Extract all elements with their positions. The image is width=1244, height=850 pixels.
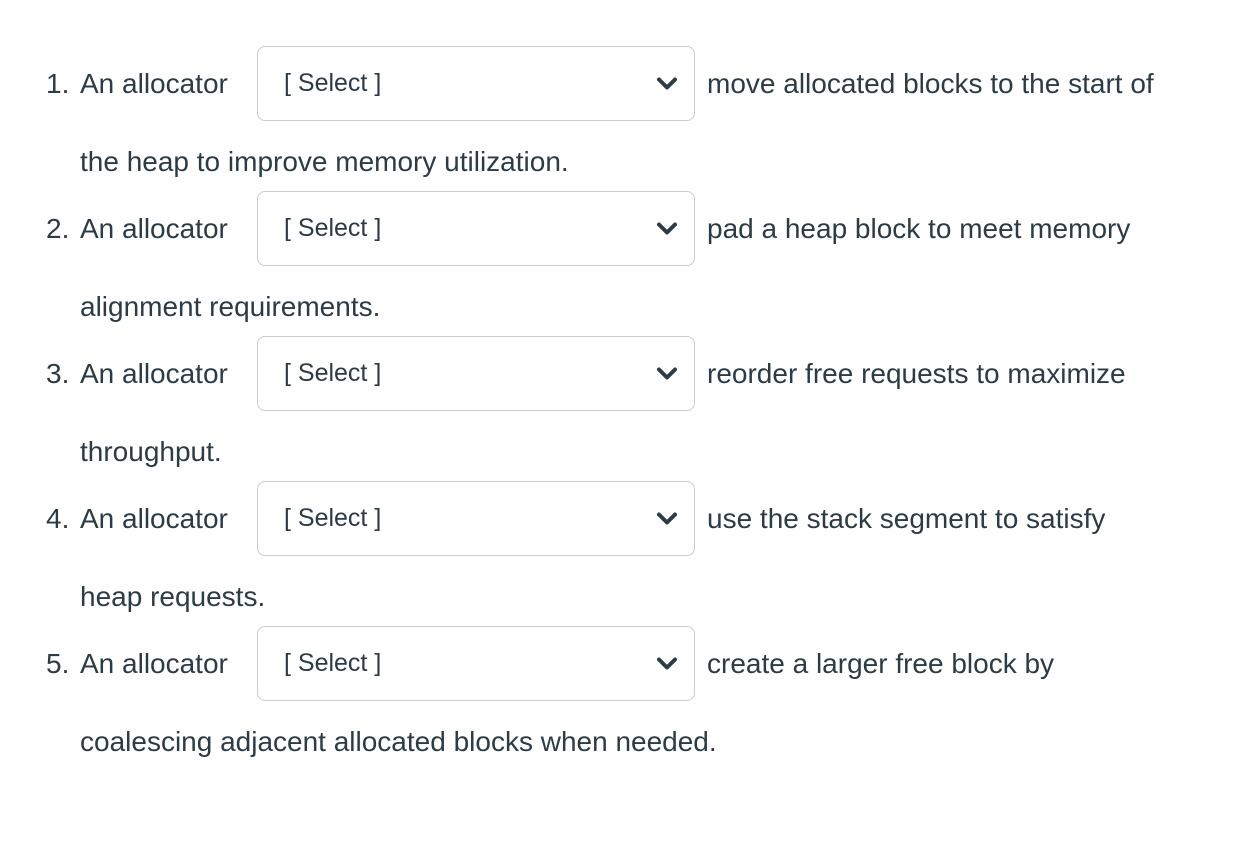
answer-select-dropdown[interactable]: [ Select ] — [257, 481, 695, 556]
question-second-line: coalescing adjacent allocated blocks whe… — [46, 701, 1224, 771]
question-continuation-text: throughput. — [80, 436, 222, 467]
question-second-line: the heap to improve memory utilization. — [46, 121, 1224, 191]
question-text-after-select: reorder free requests to maximize — [707, 357, 1126, 389]
question-text-after-select: move allocated blocks to the start of — [707, 67, 1154, 99]
question-lead-text: An allocator — [80, 357, 228, 389]
answer-select-dropdown[interactable]: [ Select ] — [257, 626, 695, 701]
question-item: 2. An allocator [ Select ] pad a heap bl… — [46, 191, 1224, 336]
question-continuation-text: heap requests. — [80, 581, 266, 612]
question-lead-text: An allocator — [80, 647, 228, 679]
question-item: 1. An allocator [ Select ] move allocate… — [46, 46, 1224, 191]
question-first-line: 3. An allocator [ Select ] reorder free … — [46, 336, 1224, 411]
chevron-down-icon — [656, 657, 678, 671]
chevron-down-icon — [656, 222, 678, 236]
question-number: 2. — [46, 212, 70, 244]
select-current-value: [ Select ] — [284, 69, 382, 97]
question-item: 3. An allocator [ Select ] reorder free … — [46, 336, 1224, 481]
question-text-after-select: create a larger free block by — [707, 647, 1055, 679]
select-current-value: [ Select ] — [284, 359, 382, 387]
question-list: 1. An allocator [ Select ] move allocate… — [46, 46, 1224, 771]
chevron-down-icon — [656, 512, 678, 526]
question-lead-text: An allocator — [80, 502, 228, 534]
question-continuation-text: the heap to improve memory utilization. — [80, 146, 569, 177]
question-text-after-select: pad a heap block to meet memory — [707, 212, 1131, 244]
answer-select-dropdown[interactable]: [ Select ] — [257, 336, 695, 411]
question-second-line: heap requests. — [46, 556, 1224, 626]
question-second-line: throughput. — [46, 411, 1224, 481]
question-second-line: alignment requirements. — [46, 266, 1224, 336]
question-continuation-text: coalescing adjacent allocated blocks whe… — [80, 726, 717, 757]
question-first-line: 5. An allocator [ Select ] create a larg… — [46, 626, 1224, 701]
select-current-value: [ Select ] — [284, 504, 382, 532]
question-number: 3. — [46, 357, 70, 389]
question-lead-text: An allocator — [80, 212, 228, 244]
answer-select-dropdown[interactable]: [ Select ] — [257, 46, 695, 121]
question-first-line: 2. An allocator [ Select ] pad a heap bl… — [46, 191, 1224, 266]
question-item: 5. An allocator [ Select ] create a larg… — [46, 626, 1224, 771]
question-number: 1. — [46, 67, 70, 99]
question-continuation-text: alignment requirements. — [80, 291, 381, 322]
question-text-after-select: use the stack segment to satisfy — [707, 502, 1106, 534]
question-first-line: 1. An allocator [ Select ] move allocate… — [46, 46, 1224, 121]
question-number: 4. — [46, 502, 70, 534]
question-number: 5. — [46, 647, 70, 679]
question-first-line: 4. An allocator [ Select ] use the stack… — [46, 481, 1224, 556]
answer-select-dropdown[interactable]: [ Select ] — [257, 191, 695, 266]
chevron-down-icon — [656, 77, 678, 91]
question-item: 4. An allocator [ Select ] use the stack… — [46, 481, 1224, 626]
select-current-value: [ Select ] — [284, 214, 382, 242]
question-lead-text: An allocator — [80, 67, 228, 99]
chevron-down-icon — [656, 367, 678, 381]
select-current-value: [ Select ] — [284, 649, 382, 677]
